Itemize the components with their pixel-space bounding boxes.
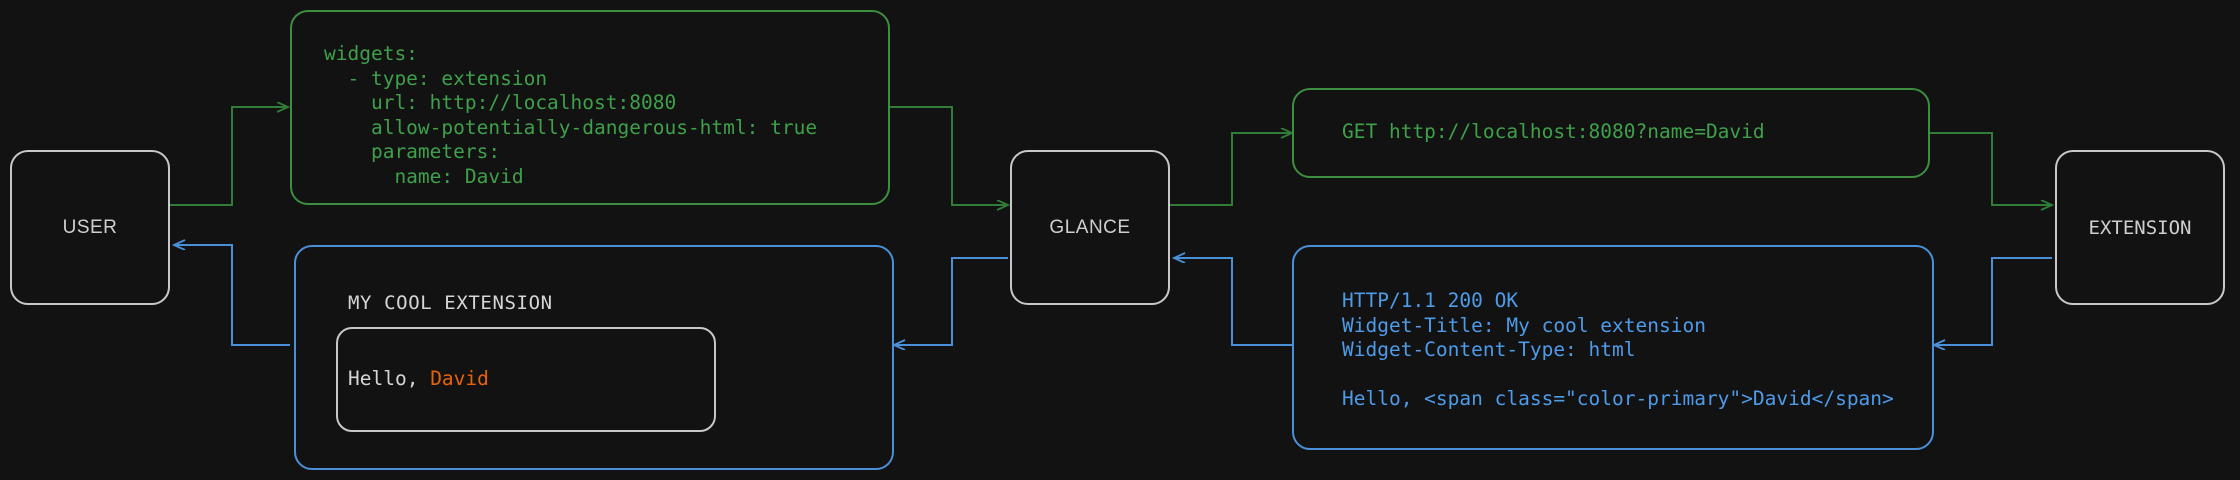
- node-glance[interactable]: GLANCE: [1010, 150, 1170, 305]
- rendered-widget-card: [336, 327, 716, 432]
- arrow-http-request-to-extension: [1930, 132, 2052, 205]
- http-request-text: GET http://localhost:8080?name=David: [1342, 120, 1765, 143]
- message-config-yaml[interactable]: widgets: - type: extension url: http://l…: [290, 10, 890, 205]
- rendered-widget-greeting: Hello,: [348, 367, 431, 390]
- message-rendered-widget[interactable]: MY COOL EXTENSION Hello, David: [294, 245, 894, 470]
- arrow-http-response-to-glance: [1174, 258, 1292, 346]
- node-user[interactable]: USER: [10, 150, 170, 305]
- config-yaml-text: widgets: - type: extension url: http://l…: [324, 42, 818, 188]
- arrow-user-to-config: [170, 107, 288, 206]
- arrow-rendered-widget-to-user: [174, 245, 290, 346]
- node-extension-label: EXTENSION: [2088, 216, 2192, 239]
- arrow-glance-to-http-request: [1170, 133, 1292, 206]
- node-user-label: USER: [62, 216, 118, 238]
- message-http-request[interactable]: GET http://localhost:8080?name=David: [1292, 88, 1930, 178]
- arrow-config-to-glance: [890, 106, 1008, 205]
- rendered-widget-accent-name: David: [430, 367, 489, 390]
- http-response-text: HTTP/1.1 200 OK Widget-Title: My cool ex…: [1342, 289, 1894, 410]
- rendered-widget-title: MY COOL EXTENSION: [348, 292, 553, 314]
- node-extension[interactable]: EXTENSION: [2055, 150, 2225, 305]
- message-http-response[interactable]: HTTP/1.1 200 OK Widget-Title: My cool ex…: [1292, 245, 1934, 450]
- rendered-widget-body: Hello, David: [348, 367, 489, 390]
- arrow-extension-to-http-response: [1934, 257, 2052, 345]
- node-glance-label: GLANCE: [1049, 216, 1131, 238]
- arrow-glance-to-rendered-widget: [894, 257, 1008, 345]
